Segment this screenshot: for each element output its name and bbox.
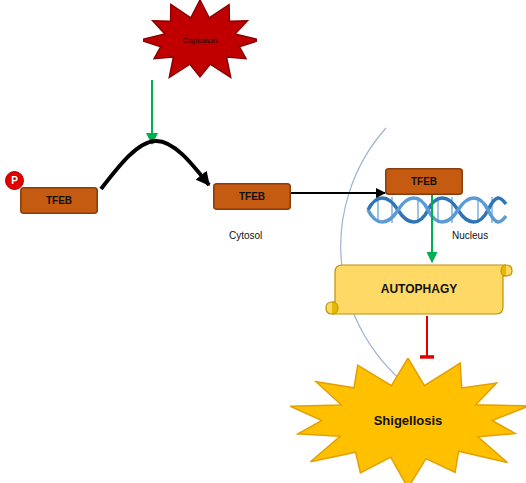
arrow-connector (431, 195, 433, 262)
protein-box: TFEB (20, 187, 98, 214)
node-label: TFEB (46, 195, 72, 206)
arrow-connector (101, 141, 209, 189)
node-label: P (11, 175, 18, 186)
region-label: Nucleus (452, 230, 488, 241)
node-label: Capsaicin (182, 36, 217, 45)
stimulus-arrow (146, 80, 158, 145)
region-label: Cytosol (229, 230, 262, 241)
phosphate-circle: P (5, 171, 24, 190)
starburst-node: Capsaicin (143, 0, 257, 80)
starburst-node: Shigellosis (290, 358, 526, 483)
protein-box: TFEB (385, 168, 463, 195)
dna-helix (368, 197, 506, 223)
scroll-banner: AUTOPHAGY (325, 262, 513, 316)
node-label: TFEB (239, 191, 265, 202)
node-label: TFEB (411, 176, 437, 187)
node-label: Shigellosis (374, 413, 443, 428)
protein-box: TFEB (213, 183, 291, 210)
inhibition-connector (426, 316, 428, 358)
node-label: AUTOPHAGY (381, 282, 457, 296)
arrow-connector (291, 192, 385, 194)
